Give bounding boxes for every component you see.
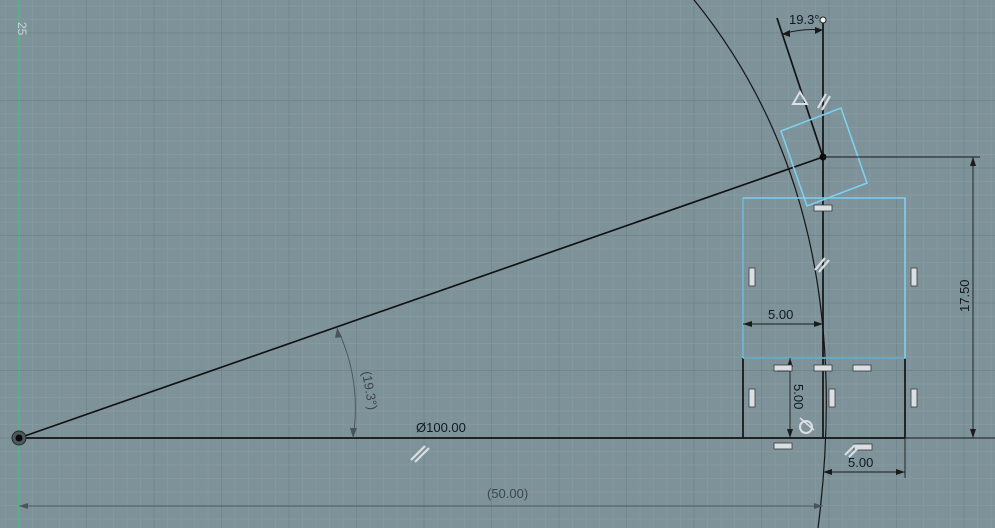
parallel-constraint-icon[interactable]: [844, 444, 860, 458]
arrowhead: [787, 429, 793, 438]
arrowhead: [896, 469, 905, 475]
horizontal-constraint-icon[interactable]: [813, 204, 833, 212]
arrowhead: [814, 321, 823, 327]
angled-line[interactable]: [18, 156, 824, 439]
height-dimension[interactable]: 17.50: [957, 279, 972, 312]
arrowhead: [970, 429, 976, 438]
arrowhead: [335, 328, 342, 338]
vertical-constraint-icon[interactable]: [748, 267, 756, 287]
arrowhead: [814, 503, 823, 509]
parallel-constraint-icon[interactable]: [814, 257, 830, 273]
arrowhead: [350, 428, 357, 438]
arrowhead: [782, 30, 790, 37]
arrowhead: [815, 27, 823, 34]
parallel-constraint-icon[interactable]: [410, 445, 430, 463]
top-point[interactable]: [819, 16, 827, 24]
vertical-short-dimension[interactable]: 5.00: [791, 384, 806, 409]
diameter-circle-arc[interactable]: [690, 0, 827, 528]
ref-angle-dimension[interactable]: (19.3°): [359, 370, 381, 411]
tilted-line[interactable]: [776, 17, 824, 158]
parallel-constraint-icon[interactable]: [817, 93, 831, 111]
horizontal-constraint-icon[interactable]: [773, 442, 793, 450]
tangent-constraint-icon[interactable]: [799, 417, 815, 434]
vertical-constraint-icon[interactable]: [748, 388, 756, 408]
ref-length-dimension[interactable]: (50.00): [487, 486, 528, 501]
horizontal-constraint-icon[interactable]: [813, 364, 833, 372]
arrowhead: [743, 321, 752, 327]
arrowhead: [19, 503, 28, 509]
perpendicular-constraint-icon[interactable]: [791, 90, 809, 105]
selected-rect[interactable]: [743, 197, 906, 359]
width-bottom-dimension[interactable]: 5.00: [848, 455, 873, 470]
arrowhead: [970, 157, 976, 166]
horizontal-constraint-icon[interactable]: [852, 364, 872, 372]
top-angle-dimension[interactable]: 19.3°: [789, 12, 820, 27]
grid-axis-label: 25: [15, 22, 29, 36]
origin-point[interactable]: [15, 434, 23, 442]
width-top-dimension[interactable]: 5.00: [768, 307, 793, 322]
selected-tilted-square[interactable]: [779, 106, 869, 208]
vertical-constraint-icon[interactable]: [828, 388, 836, 408]
vertical-constraint-icon[interactable]: [910, 267, 918, 287]
ref-angle-arc: [336, 327, 356, 439]
arrowhead: [823, 469, 832, 475]
diameter-dimension[interactable]: Ø100.00: [416, 420, 466, 435]
horizontal-constraint-icon[interactable]: [773, 364, 793, 372]
vertical-constraint-icon[interactable]: [910, 388, 918, 408]
